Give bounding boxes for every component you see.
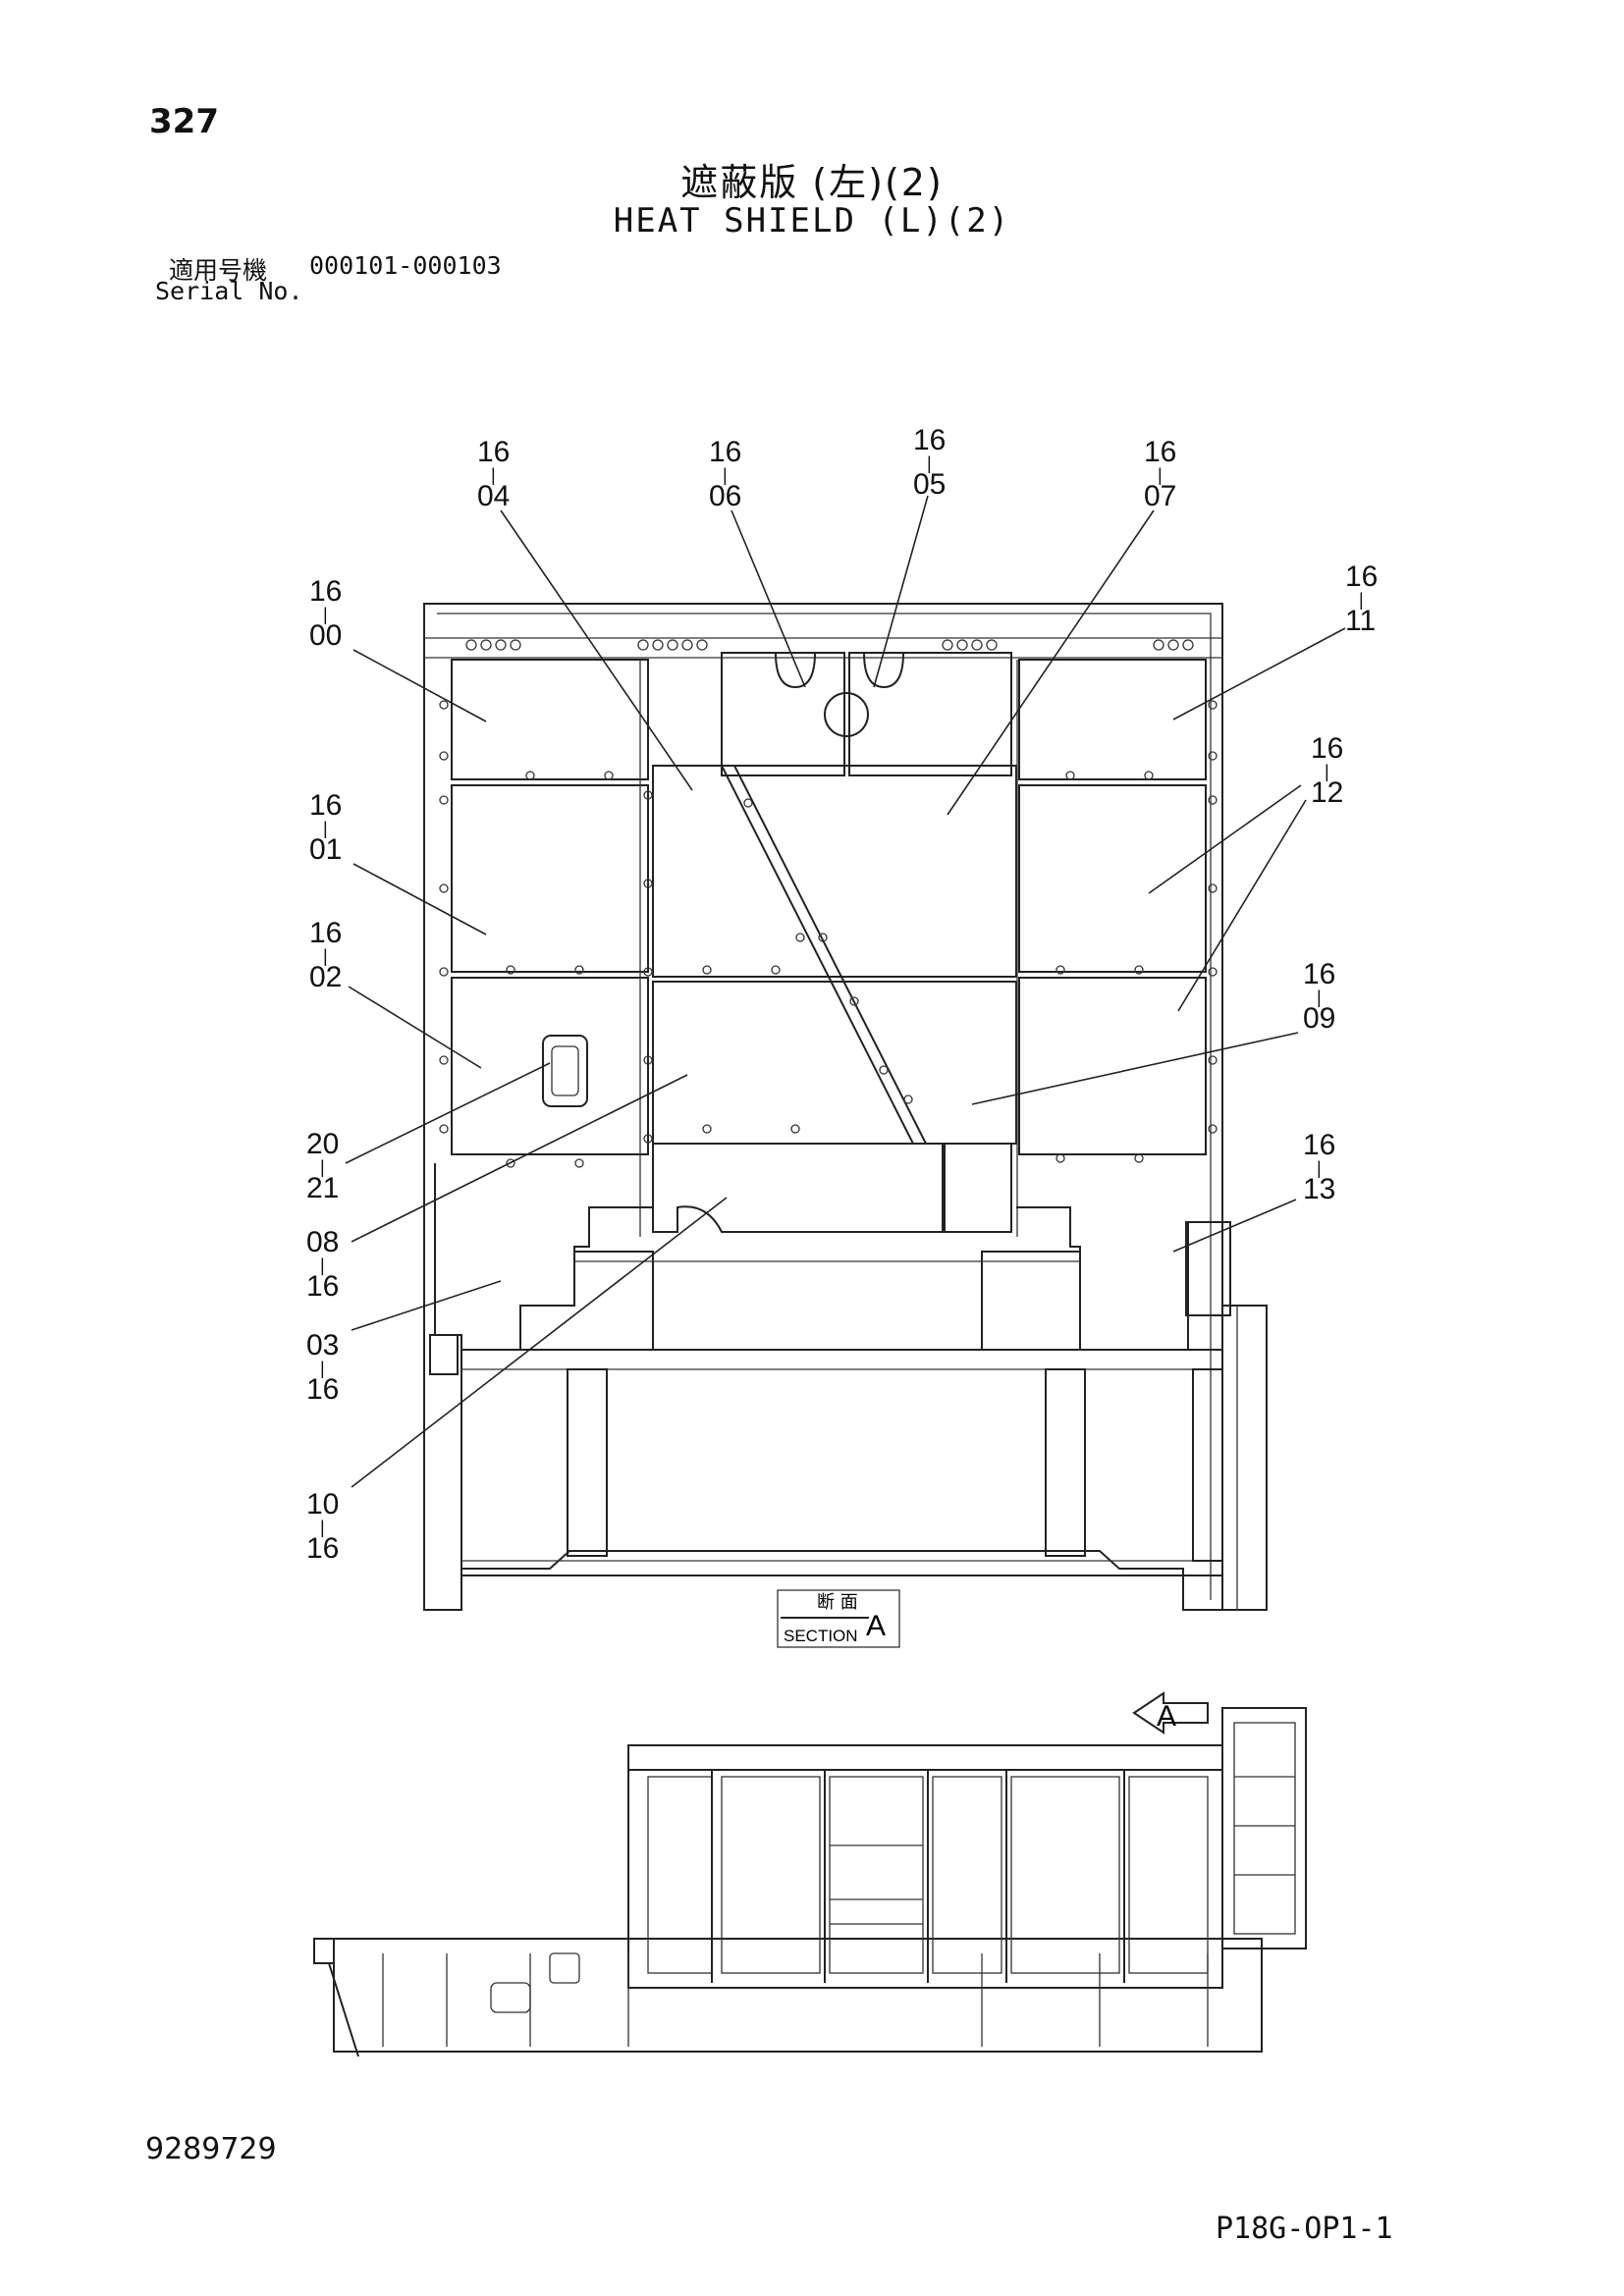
leader-1606 — [731, 509, 806, 688]
leader-1609 — [971, 1032, 1299, 1105]
svg-text:16: 16 — [309, 917, 342, 949]
leader-2021 — [345, 1062, 551, 1164]
callout-1604: 16|04 — [477, 436, 510, 512]
svg-text:16: 16 — [306, 1373, 339, 1406]
leader-1016 — [351, 1197, 728, 1488]
leader-1612b — [1177, 799, 1307, 1012]
svg-text:16: 16 — [1311, 732, 1343, 765]
section-letter: A — [866, 1610, 886, 1642]
svg-text:|: | — [320, 1157, 325, 1177]
page-number: 327 — [149, 102, 219, 141]
svg-text:16: 16 — [1345, 561, 1378, 593]
svg-text:13: 13 — [1303, 1173, 1335, 1205]
svg-text:12: 12 — [1311, 776, 1343, 809]
svg-text:|: | — [927, 454, 932, 473]
svg-text:|: | — [723, 465, 728, 485]
serial-range: 000101-000103 — [309, 251, 502, 280]
callout-1611: 16|11 — [1345, 561, 1378, 637]
section-label-japanese: 断 面 — [817, 1592, 858, 1613]
svg-text:16: 16 — [306, 1532, 339, 1565]
svg-text:05: 05 — [913, 468, 946, 501]
svg-text:16: 16 — [1303, 1129, 1335, 1161]
svg-text:00: 00 — [309, 619, 342, 652]
callout-1016: 10|16 — [306, 1488, 339, 1565]
title-english: HEAT SHIELD (L)(2) — [613, 201, 1011, 240]
svg-text:16: 16 — [709, 436, 741, 468]
callout-0816: 08|16 — [306, 1226, 339, 1303]
section-label-english: SECTION — [784, 1627, 858, 1645]
svg-text:|: | — [323, 946, 328, 966]
svg-text:08: 08 — [306, 1226, 339, 1258]
document-number: 9289729 — [145, 2132, 277, 2166]
svg-text:|: | — [491, 465, 496, 485]
callout-0316: 03|16 — [306, 1329, 339, 1406]
svg-text:06: 06 — [709, 480, 741, 512]
callout-1605: 16|05 — [913, 424, 946, 501]
svg-text:|: | — [1317, 988, 1322, 1007]
svg-text:16: 16 — [1303, 958, 1335, 990]
leader-0316 — [351, 1280, 502, 1331]
leader-1600 — [352, 649, 487, 722]
svg-text:|: | — [1317, 1158, 1322, 1178]
svg-text:|: | — [320, 1359, 325, 1378]
svg-text:20: 20 — [306, 1128, 339, 1160]
svg-text:|: | — [323, 605, 328, 624]
callout-1606: 16|06 — [709, 436, 741, 512]
callout-1612: 16|12 — [1311, 732, 1343, 809]
leader-0816 — [351, 1074, 688, 1243]
svg-text:10: 10 — [306, 1488, 339, 1521]
svg-text:16: 16 — [309, 575, 342, 608]
leader-1611 — [1172, 627, 1346, 721]
svg-text:01: 01 — [309, 833, 342, 866]
svg-text:09: 09 — [1303, 1002, 1335, 1035]
svg-text:07: 07 — [1144, 480, 1176, 512]
svg-text:16: 16 — [477, 436, 510, 468]
svg-text:|: | — [1325, 762, 1329, 781]
svg-text:|: | — [323, 819, 328, 838]
leader-lines — [345, 495, 1346, 1488]
plan-view-drawing: A — [313, 1691, 1307, 2057]
svg-text:|: | — [320, 1255, 325, 1275]
leader-1602 — [348, 986, 482, 1069]
leader-1604 — [500, 509, 693, 791]
callout-1609: 16|09 — [1303, 958, 1335, 1035]
callout-1607: 16|07 — [1144, 436, 1176, 512]
svg-text:02: 02 — [309, 961, 342, 993]
leader-1607 — [947, 509, 1155, 816]
svg-text:|: | — [1359, 590, 1364, 610]
serial-label-japanese: 適用号機 — [169, 256, 268, 285]
svg-text:|: | — [320, 1518, 325, 1537]
leader-1612a — [1148, 784, 1302, 894]
callout-2021: 20|21 — [306, 1128, 339, 1204]
section-a-label: 断 面 SECTION A — [777, 1589, 900, 1648]
page-code: P18G-OP1-1 — [1216, 2212, 1393, 2246]
svg-text:11: 11 — [1345, 605, 1376, 637]
svg-text:04: 04 — [477, 480, 510, 512]
callout-1601: 16|01 — [309, 789, 342, 866]
svg-text:16: 16 — [913, 424, 946, 456]
leader-1601 — [352, 863, 487, 935]
leader-1613 — [1172, 1199, 1297, 1253]
svg-text:03: 03 — [306, 1329, 339, 1362]
svg-text:16: 16 — [309, 789, 342, 822]
callout-1600: 16|00 — [309, 575, 342, 652]
svg-text:21: 21 — [306, 1172, 339, 1204]
svg-text:16: 16 — [306, 1270, 339, 1303]
callout-1613: 16|13 — [1303, 1129, 1335, 1205]
leader-1605 — [873, 495, 929, 688]
svg-text:|: | — [1158, 465, 1163, 485]
view-arrow-letter: A — [1157, 1700, 1176, 1733]
svg-text:16: 16 — [1144, 436, 1176, 468]
title-japanese: 遮蔽版 (左)(2) — [680, 161, 944, 204]
callout-1602: 16|02 — [309, 917, 342, 993]
serial-label-english: Serial No. — [155, 277, 303, 305]
section-view-drawing — [423, 603, 1268, 1611]
